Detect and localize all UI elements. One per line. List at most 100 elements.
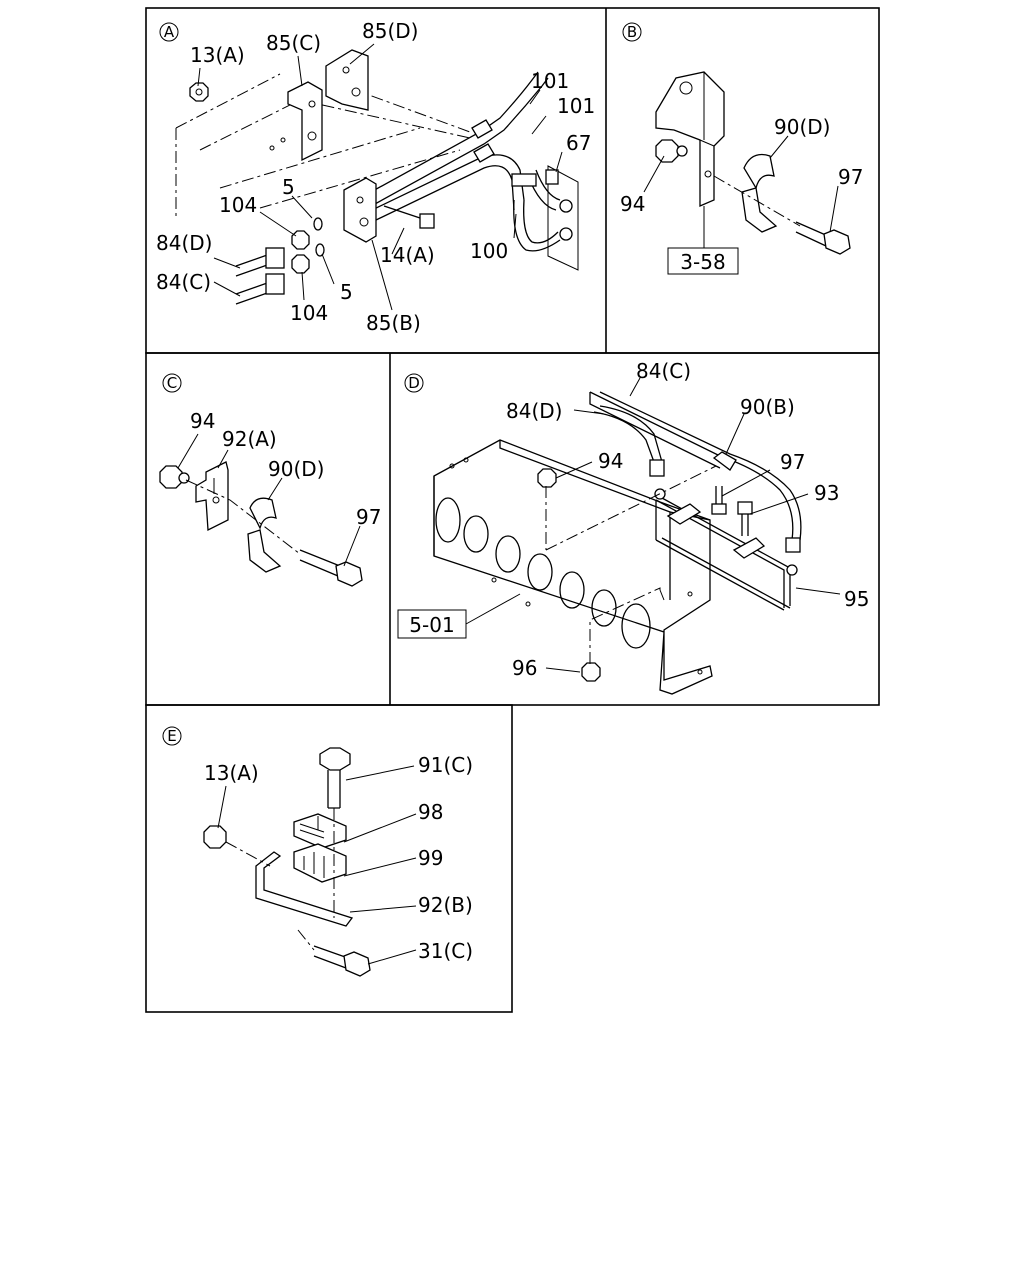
bracket-92b <box>255 851 354 927</box>
label-96: 96 <box>512 656 537 680</box>
bracket-95 <box>654 488 798 611</box>
label-5-lower: 5 <box>340 280 353 304</box>
bolt-93 <box>737 501 753 536</box>
clip-67 <box>545 169 559 185</box>
bolt-14a <box>383 205 435 229</box>
bracket-3-58 <box>655 71 725 207</box>
nut-13a <box>189 82 209 102</box>
washer-5 <box>313 217 325 257</box>
label-84d-d: 84(D) <box>506 399 562 423</box>
panel-b-leaders <box>643 135 839 233</box>
label-84c: 84(C) <box>156 270 211 294</box>
panel-e-leaders <box>217 765 417 965</box>
phantom-lines <box>219 87 471 209</box>
panel-frames <box>145 7 880 1013</box>
label-91c: 91(C) <box>418 753 473 777</box>
label-97-d: 97 <box>780 450 805 474</box>
panel-d-id-marker: D <box>404 373 424 393</box>
panel-e-id: E <box>167 727 176 745</box>
label-84c-d: 84(C) <box>636 359 691 383</box>
clamp-90b <box>712 451 737 471</box>
bolt-97-b <box>795 221 851 255</box>
panel-b-id: B <box>627 23 637 41</box>
bracket-92a <box>195 461 229 532</box>
panel-c-axis <box>185 479 301 555</box>
clamp-90d-c <box>247 497 282 573</box>
bolt-97-c <box>299 549 363 587</box>
nut-13a-e <box>203 825 227 849</box>
pipes-101 <box>359 71 549 221</box>
label-31c: 31(C) <box>418 939 473 963</box>
label-97-c: 97 <box>356 505 381 529</box>
panel-c: C 94 92(A) 90(D) 97 <box>159 373 381 587</box>
panel-a: A <box>156 19 595 335</box>
label-94-c: 94 <box>190 409 215 433</box>
label-85c: 85(C) <box>266 31 321 55</box>
ref-box-3-58-label: 3-58 <box>680 250 725 274</box>
panel-a-id: A <box>164 23 175 41</box>
label-92a: 92(A) <box>222 427 277 451</box>
label-101-upper: 101 <box>531 69 569 93</box>
label-85b: 85(B) <box>366 311 421 335</box>
panel-b-axis <box>713 175 801 227</box>
ref-box-5-01: 5-01 <box>397 593 521 639</box>
panel-c-id-marker: C <box>162 373 182 393</box>
ref-box-3-58: 3-58 <box>667 206 739 275</box>
panel-d-axes <box>545 465 717 664</box>
nut-94-d <box>537 468 557 488</box>
clamp-90d-b <box>741 153 778 233</box>
hose-100 <box>511 165 579 271</box>
pipe-ends-84 <box>235 247 285 305</box>
label-13a-e: 13(A) <box>204 761 259 785</box>
clip-99 <box>293 843 347 883</box>
label-101-lower: 101 <box>557 94 595 118</box>
panel-d-id: D <box>408 374 420 392</box>
nut-96 <box>581 662 601 682</box>
bolt-91c <box>319 747 351 809</box>
panel-a-leaders <box>197 43 563 311</box>
label-90d-c: 90(D) <box>268 457 324 481</box>
label-98: 98 <box>418 800 443 824</box>
panel-c-id: C <box>167 374 177 392</box>
bracket-85b <box>343 177 377 243</box>
panel-a-id-marker: A <box>159 22 179 42</box>
panel-b: B 3-58 9 <box>620 22 863 275</box>
label-104-upper: 104 <box>219 193 257 217</box>
label-100: 100 <box>470 239 508 263</box>
label-84d: 84(D) <box>156 231 212 255</box>
label-90b: 90(B) <box>740 395 795 419</box>
panel-e-axes <box>225 808 335 951</box>
crossmember-5-01 <box>433 439 713 695</box>
panel-e: E 13(A) <box>162 726 473 977</box>
bracket-85c <box>269 81 323 162</box>
label-94-d: 94 <box>598 449 623 473</box>
nut-104 <box>291 230 310 274</box>
label-90d-b: 90(D) <box>774 115 830 139</box>
nut-94-b <box>655 139 688 163</box>
clip-98 <box>293 813 347 849</box>
panel-e-id-marker: E <box>162 726 182 746</box>
panel-d: D <box>397 359 869 695</box>
rail-outline <box>175 73 301 220</box>
label-104-lower: 104 <box>290 301 328 325</box>
label-67: 67 <box>566 131 591 155</box>
bracket-85d <box>325 49 369 111</box>
label-14a: 14(A) <box>380 243 435 267</box>
label-5-upper: 5 <box>282 175 295 199</box>
label-92b: 92(B) <box>418 893 473 917</box>
bolt-97-d <box>711 486 727 515</box>
label-93: 93 <box>814 481 839 505</box>
bolt-31c <box>313 945 371 977</box>
panel-b-id-marker: B <box>622 22 642 42</box>
label-85d: 85(D) <box>362 19 418 43</box>
label-99: 99 <box>418 846 443 870</box>
label-13a: 13(A) <box>190 43 245 67</box>
panel-d-leaders <box>545 377 841 673</box>
nut-94-c <box>159 465 190 489</box>
label-97-b: 97 <box>838 165 863 189</box>
ref-box-5-01-label: 5-01 <box>409 613 454 637</box>
label-95: 95 <box>844 587 869 611</box>
label-94-b: 94 <box>620 192 645 216</box>
panel-c-leaders <box>177 433 361 567</box>
